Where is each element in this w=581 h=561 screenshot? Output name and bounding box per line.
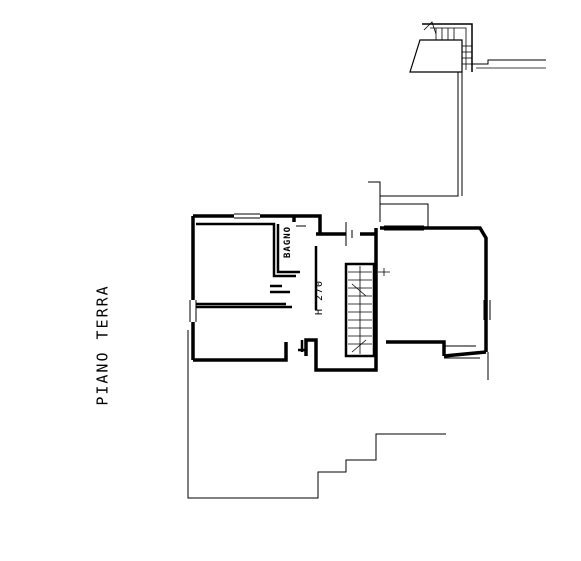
door-and-window-marks <box>189 213 491 359</box>
outer-site-lines <box>187 330 489 499</box>
stair <box>344 262 390 358</box>
upper-terrace <box>409 21 546 73</box>
room-label-bath: BAGNO <box>283 225 294 259</box>
ceiling-height-label: H 270 <box>314 279 326 316</box>
floor-label: PIANO TERRA <box>93 284 112 406</box>
exterior-walls <box>191 214 488 372</box>
entrance-walkway <box>368 72 463 228</box>
interior-walls <box>196 222 318 352</box>
